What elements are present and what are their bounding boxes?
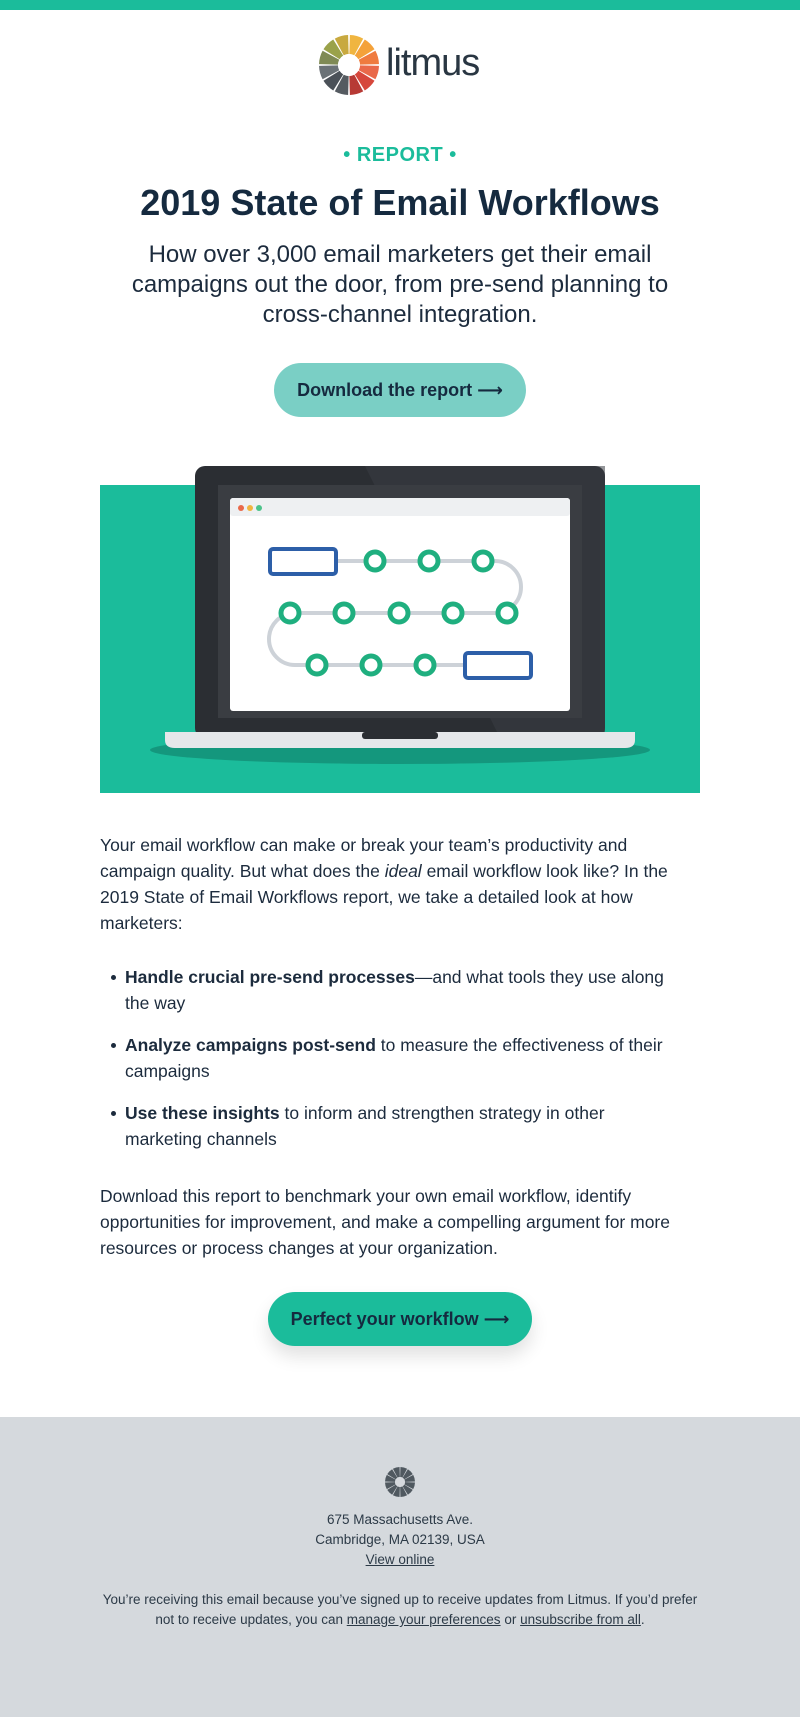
page-subtitle: How over 3,000 email marketers get their… [131, 241, 669, 328]
legal-text-a: You’re receiving this email because you’… [102, 1592, 698, 1627]
litmus-footer-icon [385, 1467, 415, 1497]
download-report-button[interactable]: Download the report ⟶ [274, 363, 526, 417]
litmus-logo[interactable]: litmus [318, 34, 488, 96]
top-accent-bar [0, 0, 800, 10]
litmus-logo-icon [319, 35, 379, 95]
list-item-bold: Use these insights [125, 1103, 280, 1123]
list-item-bold: Analyze campaigns post-send [125, 1035, 376, 1055]
address-line-1: 675 Massachusetts Ave. [326, 1512, 474, 1527]
list-item-text: to inform and strengthen strategy in oth… [125, 1103, 605, 1149]
list-item: Analyze campaigns post-send to measure t… [100, 1032, 680, 1084]
perfect-workflow-button[interactable]: Perfect your workflow ⟶ [268, 1292, 532, 1346]
legal-text-end: . [640, 1612, 645, 1627]
list-item-text: to measure the effectiveness of their ca… [125, 1035, 663, 1081]
footer [0, 1417, 800, 1717]
page-title: 2019 State of Email Workflows [140, 182, 660, 223]
manage-preferences-link[interactable]: manage your preferences [346, 1612, 501, 1627]
intro-paragraph: Your email workflow can make or break yo… [100, 832, 700, 936]
list-item-bold: Handle crucial pre-send processes [125, 967, 415, 987]
legal-text: You’re receiving this email because you’… [100, 1590, 700, 1630]
list-item: Handle crucial pre-send processes—and wh… [100, 964, 680, 1016]
list-item-text: —and what tools they use along the way [125, 967, 664, 1013]
view-online-link[interactable]: View online [365, 1552, 435, 1567]
intro-text-a: Your email workflow can make or break yo… [100, 835, 628, 881]
address-line-2: Cambridge, MA 02139, USA [315, 1532, 485, 1547]
benefits-list: Handle crucial pre-send processes—and wh… [100, 964, 680, 1168]
list-item: Use these insights to inform and strengt… [100, 1100, 680, 1152]
unsubscribe-link[interactable]: unsubscribe from all [520, 1612, 641, 1627]
intro-emphasis: ideal [384, 861, 422, 881]
hero-laptop-illustration [100, 466, 700, 793]
intro-text-b: email workflow look like? In the 2019 St… [100, 861, 668, 933]
logo-wordmark: litmus [386, 41, 480, 84]
report-eyebrow: • REPORT • [343, 144, 457, 166]
closing-paragraph: Download this report to benchmark your o… [100, 1186, 670, 1258]
legal-text-or: or [500, 1612, 521, 1627]
